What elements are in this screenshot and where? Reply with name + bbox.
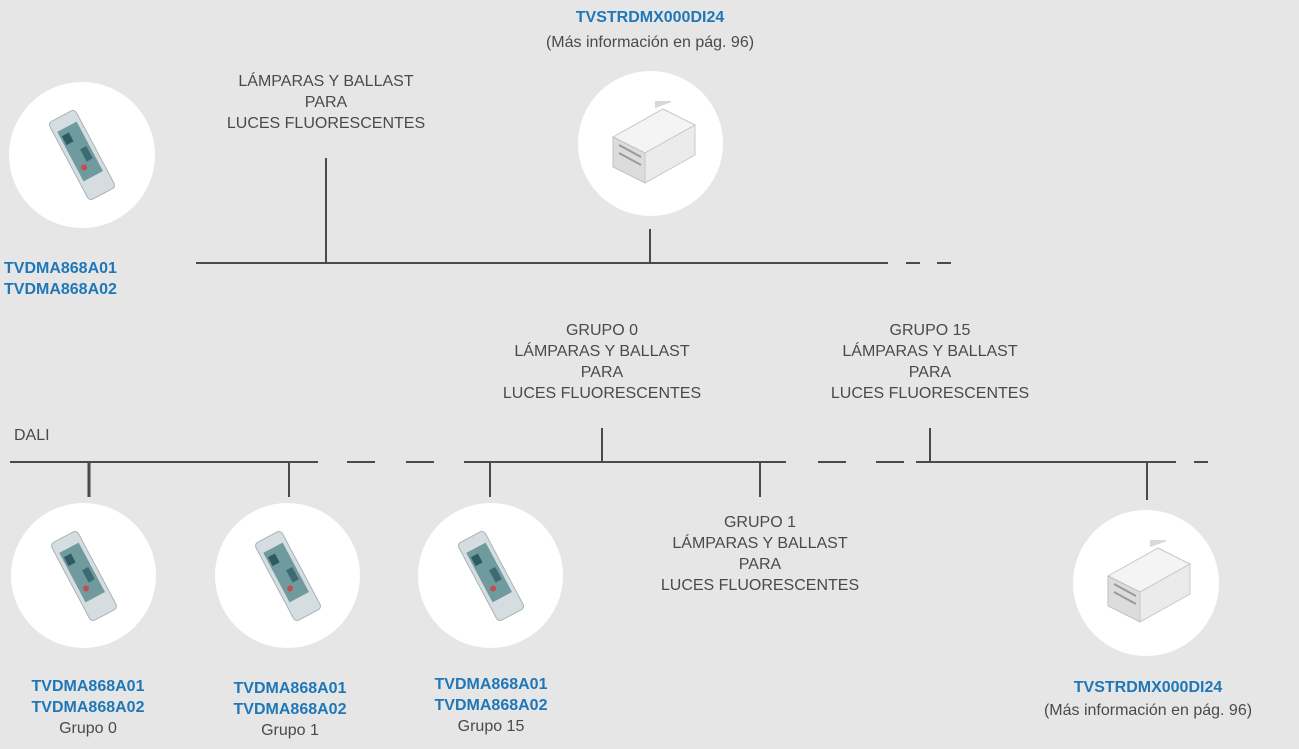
- dimmer-code: TVDMA868A02: [434, 697, 548, 714]
- dali-bus-label: DALI: [14, 427, 50, 444]
- dimmer-code: TVDMA868A01: [233, 680, 347, 697]
- dimmer-code: TVDMA868A01: [434, 676, 548, 693]
- group-15-label: GRUPO 15 LÁMPARAS Y BALLAST PARA LUCES F…: [800, 320, 1060, 404]
- group-label-line: PARA: [908, 364, 952, 381]
- bottom-device-circle: [1073, 510, 1219, 656]
- group-label-line: LUCES FLUORESCENTES: [660, 577, 860, 594]
- group-0-label: GRUPO 0 LÁMPARAS Y BALLAST PARA LUCES FL…: [472, 320, 732, 404]
- dimmer-caption-group-0: TVDMA868A01 TVDMA868A02 Grupo 0: [3, 676, 173, 739]
- dimmer-module-icon: [50, 530, 117, 621]
- dimmer-module-icon: [49, 110, 115, 200]
- dimmer-code: TVDMA868A01: [31, 678, 145, 695]
- group-label-line: LUCES FLUORESCENTES: [502, 385, 702, 402]
- dimmer-module-icon: [254, 530, 321, 621]
- device-note: (Más información en pág. 96): [545, 34, 755, 51]
- group-label-line: GRUPO 15: [889, 322, 971, 339]
- group-1-label: GRUPO 1 LÁMPARAS Y BALLAST PARA LUCES FL…: [630, 512, 890, 596]
- group-label-line: PARA: [580, 364, 624, 381]
- top-dimmer-circle: [9, 82, 155, 228]
- group-label-line: LUCES FLUORESCENTES: [830, 385, 1030, 402]
- dimmer-group: Grupo 1: [261, 722, 319, 739]
- dimmer-caption-group-15: TVDMA868A01 TVDMA868A02 Grupo 15: [406, 674, 576, 737]
- bottom-device-caption: TVSTRDMX000DI24 (Más información en pág.…: [1010, 677, 1286, 721]
- top-device-circle: [578, 71, 723, 216]
- group-label-line: GRUPO 0: [565, 322, 638, 339]
- dimmer-code: TVDMA868A02: [4, 281, 117, 298]
- dimmer-code: TVDMA868A02: [31, 699, 145, 716]
- dimmer-caption-group-1: TVDMA868A01 TVDMA868A02 Grupo 1: [205, 678, 375, 741]
- group-label-line: GRUPO 1: [723, 514, 796, 531]
- dimmer-circle-group-0: [11, 503, 156, 648]
- lamp-label-line: LUCES FLUORESCENTES: [226, 115, 426, 132]
- group-label-line: PARA: [738, 556, 782, 573]
- top-dimmer-codes: TVDMA868A01 TVDMA868A02: [4, 258, 170, 300]
- top-lamp-label: LÁMPARAS Y BALLAST PARA LUCES FLUORESCEN…: [196, 71, 456, 134]
- group-label-line: LÁMPARAS Y BALLAST: [672, 535, 848, 552]
- dimmer-group: Grupo 0: [59, 720, 117, 737]
- dimmer-circle-group-15: [418, 503, 563, 648]
- top-device-caption: TVSTRDMX000DI24 (Más información en pág.…: [520, 7, 780, 53]
- dimmer-circle-group-1: [215, 503, 360, 648]
- group-label-line: LÁMPARAS Y BALLAST: [842, 343, 1018, 360]
- device-code: TVSTRDMX000DI24: [1073, 679, 1223, 696]
- din-rail-module-icon: [611, 100, 696, 184]
- dimmer-module-icon: [457, 530, 524, 621]
- din-rail-module-icon: [1106, 540, 1192, 623]
- device-code: TVSTRDMX000DI24: [575, 9, 725, 26]
- dimmer-group: Grupo 15: [457, 718, 525, 735]
- device-note: (Más información en pág. 96): [1043, 702, 1253, 719]
- dimmer-code: TVDMA868A01: [4, 260, 117, 277]
- lamp-label-line: PARA: [304, 94, 348, 111]
- lamp-label-line: LÁMPARAS Y BALLAST: [238, 73, 414, 90]
- dimmer-code: TVDMA868A02: [233, 701, 347, 718]
- group-label-line: LÁMPARAS Y BALLAST: [514, 343, 690, 360]
